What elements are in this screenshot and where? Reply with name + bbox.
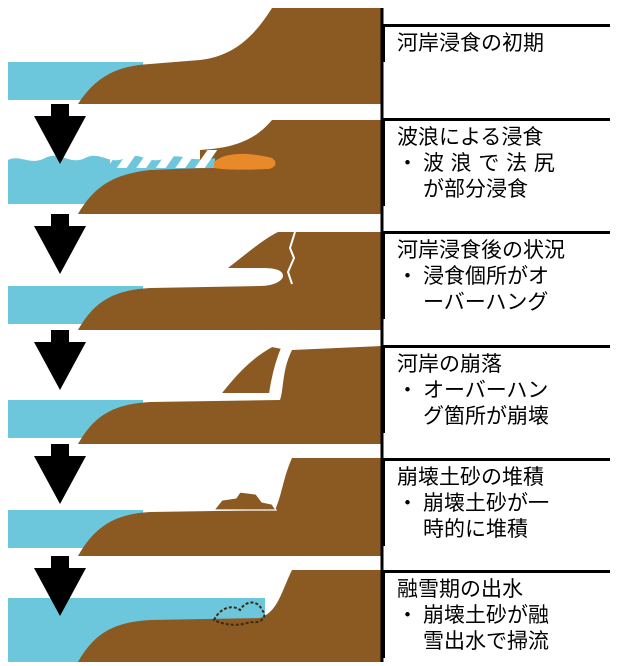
bullet-mark: ・ [397, 378, 418, 402]
overhang-bank [78, 232, 382, 330]
deposited-sediment [212, 491, 278, 511]
caption-stage-3: 河岸浸食後の状況 ・ 浸食個所がオ ーバーハング [382, 231, 610, 319]
caption-line: 崩壊土砂が融 [423, 603, 549, 627]
caption-line: ーバーハング [423, 290, 549, 314]
bullet-mark: ・ [397, 603, 418, 627]
down-arrow-icon [34, 556, 86, 616]
wave-stripes [110, 150, 220, 168]
caption-title: 河岸浸食の初期 [397, 31, 544, 55]
caption-bullet-row: ・ 崩壊土砂が融 [397, 602, 604, 628]
caption-bullet-row: ・ 波 浪 で 法 尻 [397, 150, 604, 176]
river-bank-soil [78, 8, 382, 104]
collapsing-block [217, 344, 284, 395]
down-arrow-icon [34, 214, 86, 274]
down-arrow-icon [34, 104, 86, 164]
down-arrow-icon [34, 330, 86, 390]
caption-line: 波 浪 で 法 尻 [423, 151, 555, 175]
caption-line: オーバーハン [423, 378, 549, 402]
caption-line: 浸食個所がオ [423, 264, 549, 288]
caption-stage-2: 波浪による浸食 ・ 波 浪 で 法 尻 が部分浸食 [382, 118, 610, 206]
stage-4-scene [8, 344, 382, 444]
caption-line: 雪出水で掃流 [423, 629, 549, 653]
down-arrow-icon [34, 444, 86, 504]
stage-2-scene [8, 120, 382, 214]
tension-crack [286, 231, 296, 285]
stage-6-scene [8, 570, 382, 662]
caption-bullet-row: ・ 浸食個所がオ [397, 263, 604, 289]
river-bank-soil [78, 458, 382, 556]
bullet-mark: ・ [397, 151, 418, 175]
caption-title: 河岸の崩落 [397, 352, 502, 376]
river-bank-soil [78, 570, 382, 662]
caption-title: 波浪による浸食 [397, 125, 544, 149]
bullet-mark: ・ [397, 264, 418, 288]
caption-stage-1: 河岸浸食の初期 [382, 24, 610, 62]
caption-title: 崩壊土砂の堆積 [397, 465, 544, 489]
caption-bullet-row: ・ オーバーハン [397, 377, 604, 403]
stage-1-scene [8, 8, 382, 104]
caption-stage-6: 融雪期の出水 ・ 崩壊土砂が融 雪出水で掃流 [382, 570, 610, 658]
caption-line: グ箇所が崩壊 [423, 404, 549, 428]
stage-3-scene [8, 231, 382, 330]
caption-title: 河岸浸食後の状況 [397, 238, 565, 262]
river-bank-soil [78, 346, 382, 444]
caption-title: 融雪期の出水 [397, 577, 523, 601]
caption-line: 崩壊土砂が一 [423, 491, 549, 515]
caption-stage-4: 河岸の崩落 ・ オーバーハン グ箇所が崩壊 [382, 345, 610, 433]
erosion-notch [214, 153, 276, 170]
caption-line: 時的に堆積 [423, 517, 528, 541]
caption-bullet-row: ・ 崩壊土砂が一 [397, 490, 604, 516]
caption-line: が部分浸食 [423, 177, 528, 201]
stage-5-scene [8, 458, 382, 556]
bullet-mark: ・ [397, 491, 418, 515]
flow-arrows [34, 104, 86, 616]
caption-stage-5: 崩壊土砂の堆積 ・ 崩壊土砂が一 時的に堆積 [382, 458, 610, 546]
